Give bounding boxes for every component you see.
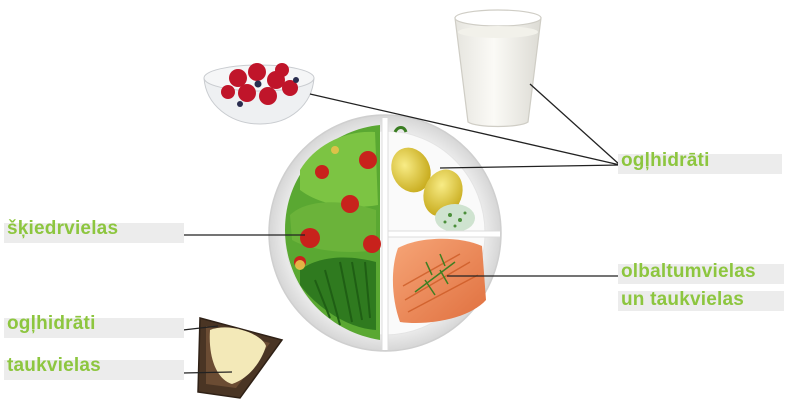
berries-bowl xyxy=(204,63,314,124)
label-protein-and-fat: olbaltumvielas un taukvielas xyxy=(618,261,756,311)
label-text: ogļhidrāti xyxy=(621,150,710,171)
bread-slice xyxy=(198,318,282,398)
salmon-section xyxy=(393,239,486,323)
label-text-line-1: olbaltumvielas xyxy=(621,261,756,282)
label-fat: taukvielas xyxy=(4,355,101,377)
label-text: ogļhidrāti xyxy=(7,313,96,334)
label-text: šķiedrvielas xyxy=(7,218,118,239)
label-text: taukvielas xyxy=(7,355,101,376)
label-carbohydrates-bottom: ogļhidrāti xyxy=(4,313,96,335)
label-fiber: šķiedrvielas xyxy=(4,218,118,240)
label-text-line-2: un taukvielas xyxy=(621,289,756,311)
milk-glass xyxy=(455,10,541,127)
label-carbohydrates-top: ogļhidrāti xyxy=(618,150,710,172)
